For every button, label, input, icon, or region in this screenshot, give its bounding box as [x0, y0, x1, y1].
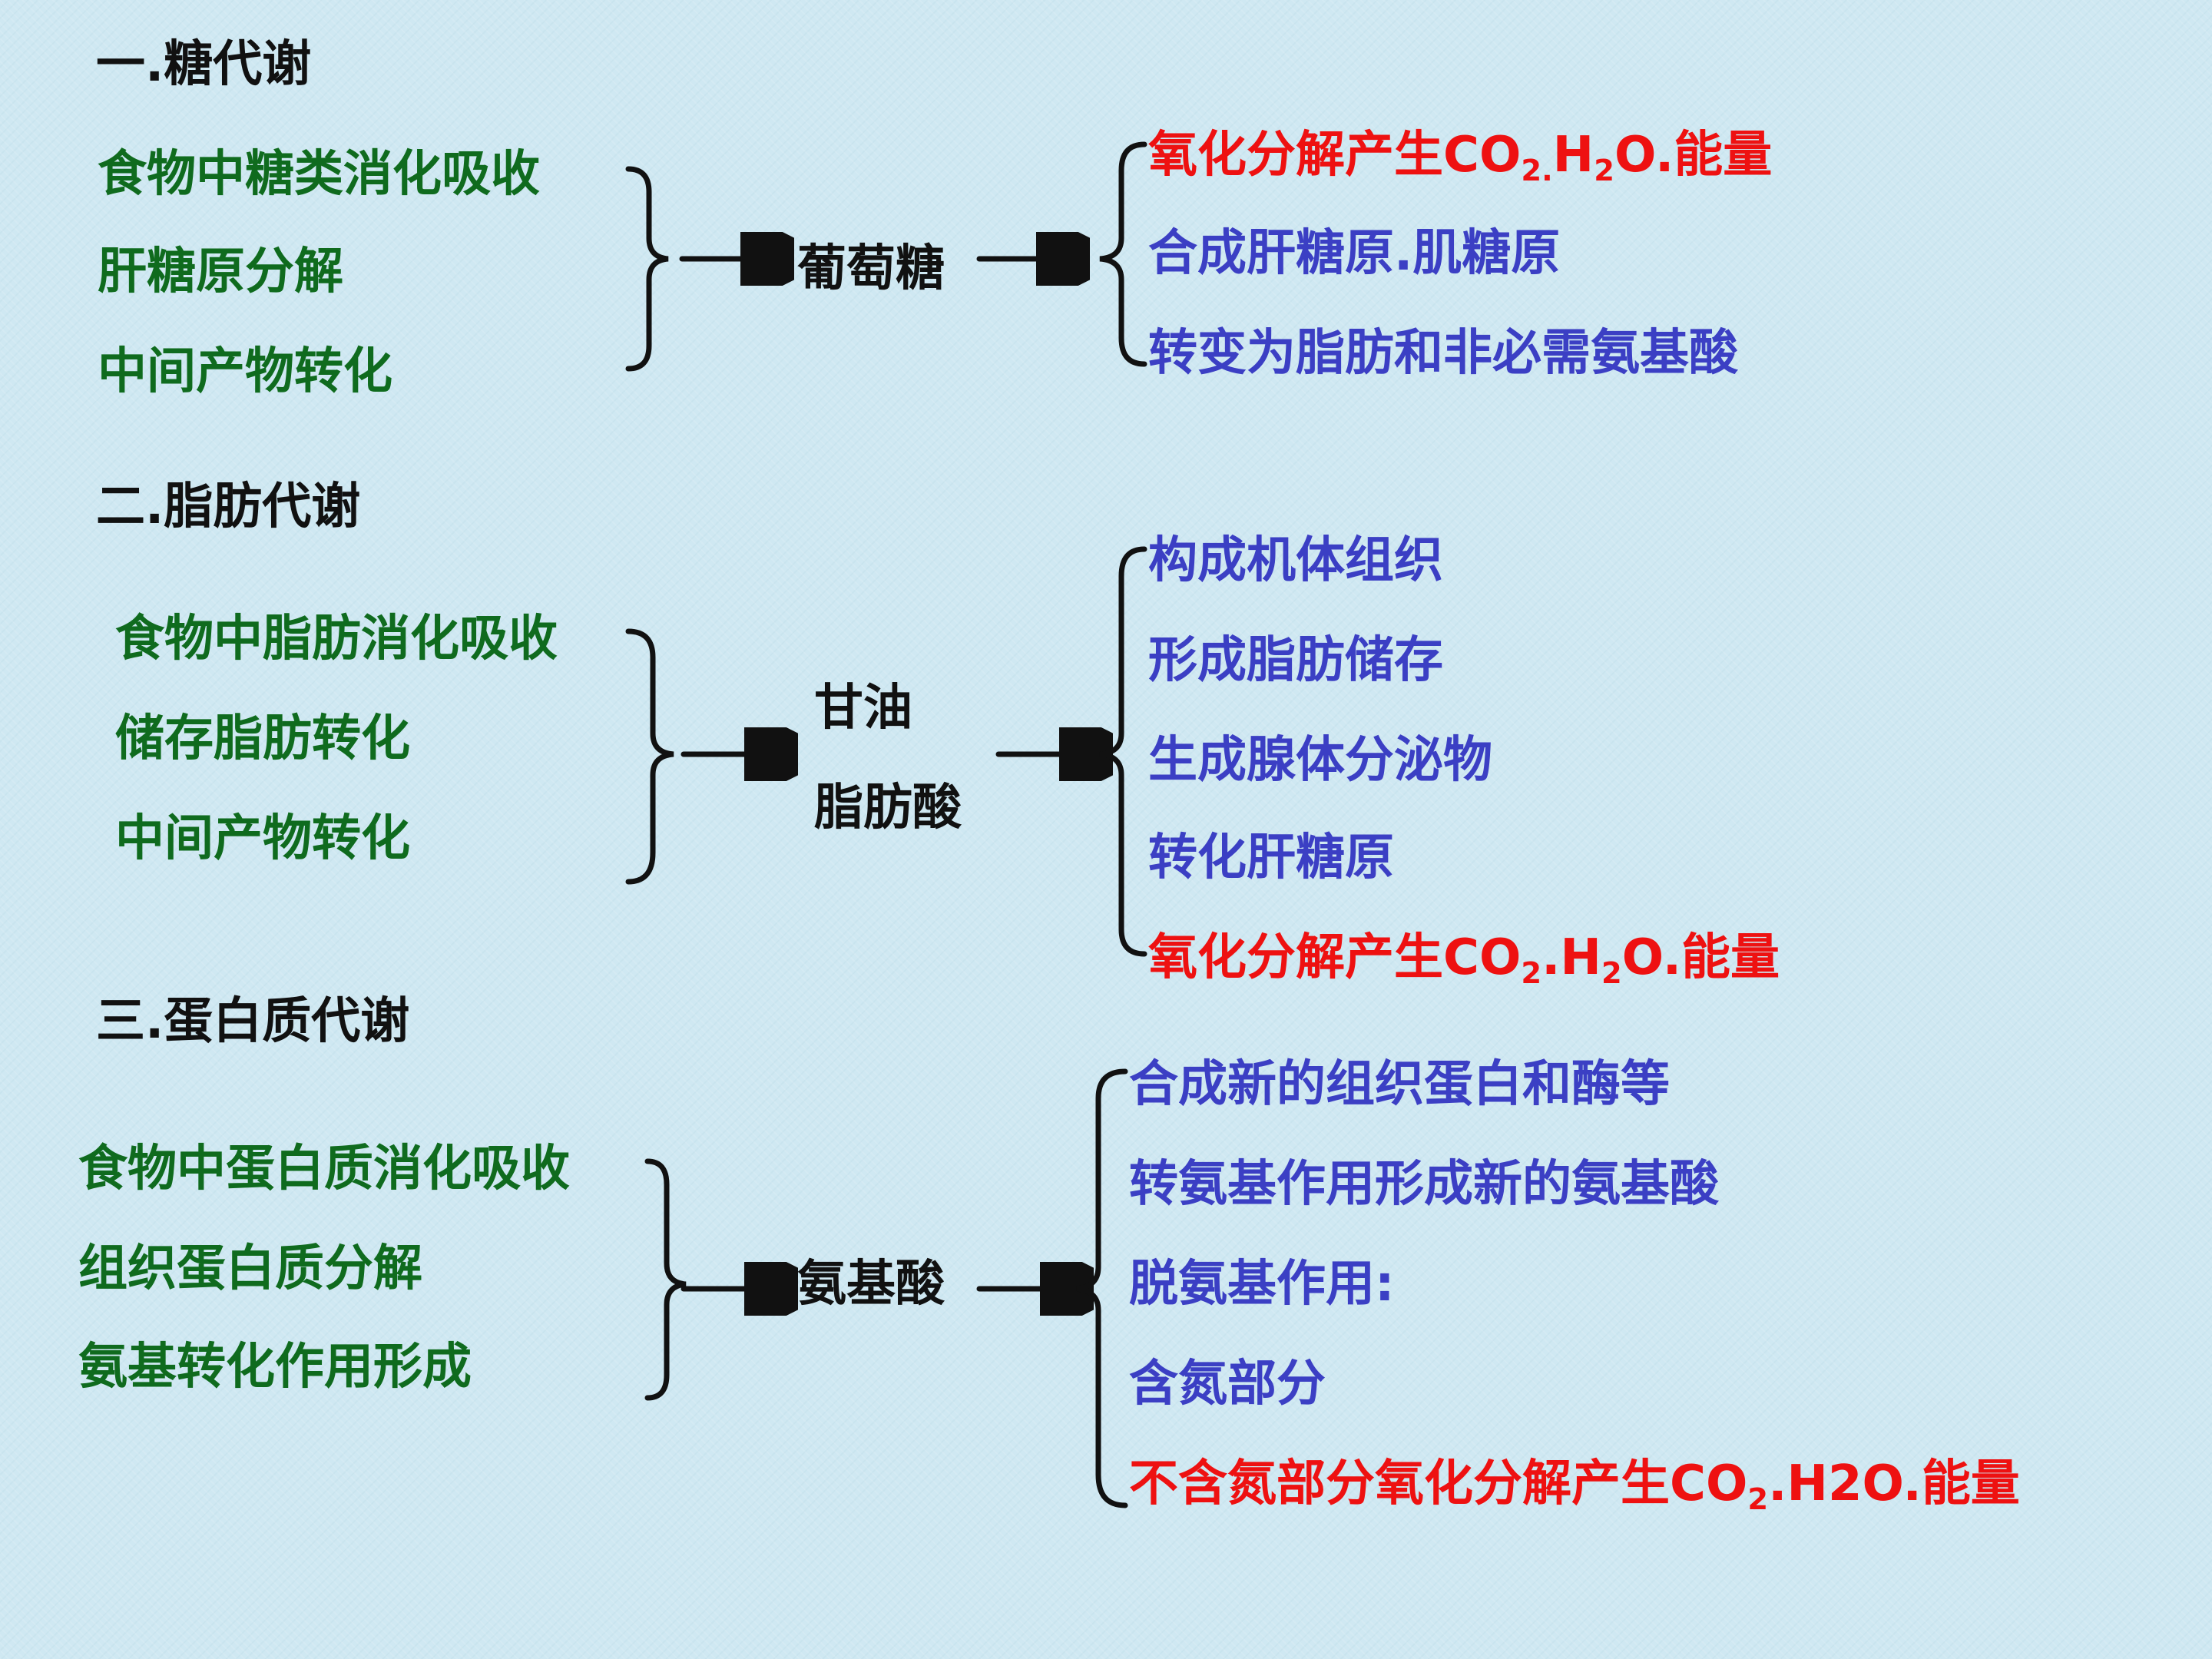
fat-right-brace	[1099, 546, 1147, 957]
sugar-output-oxidation: 氧化分解产生CO2.H2O.能量	[1148, 127, 1773, 188]
protein-source-1: 食物中蛋白质消化吸收	[78, 1141, 570, 1197]
heading-sugar-metabolism: 一.糖代谢	[96, 36, 312, 93]
sugar-right-brace	[1099, 141, 1147, 367]
fat-left-brace	[625, 628, 674, 885]
protein-output-4: 含氮部分	[1129, 1356, 1326, 1412]
sugar-left-brace	[625, 166, 669, 372]
fat-output-3: 生成腺体分泌物	[1148, 732, 1492, 789]
sugar-source-1: 食物中糖类消化吸收	[98, 146, 540, 203]
protein-right-brace	[1076, 1068, 1128, 1508]
hub-glucose: 葡萄糖	[797, 240, 945, 297]
heading-protein-metabolism: 三.蛋白质代谢	[96, 993, 410, 1050]
heading-fat-metabolism: 二.脂肪代谢	[96, 478, 361, 535]
protein-output-3: 脱氨基作用:	[1129, 1256, 1395, 1313]
protein-output-oxidation: 不含氮部分氧化分解产生CO2.H2O.能量	[1129, 1455, 2020, 1517]
fat-output-4: 转化肝糖原	[1148, 830, 1394, 886]
hub-glycerol: 甘油	[814, 680, 912, 737]
fat-source-2: 储存脂肪转化	[115, 710, 410, 767]
fat-source-3: 中间产物转化	[115, 810, 410, 867]
protein-output-2: 转氨基作用形成新的氨基酸	[1129, 1156, 1719, 1213]
hub-fatty-acid: 脂肪酸	[814, 780, 962, 836]
sugar-output-glycogen: 合成肝糖原.肌糖原	[1148, 225, 1561, 282]
protein-output-1: 合成新的组织蛋白和酶等	[1129, 1056, 1670, 1113]
sugar-source-2: 肝糖原分解	[98, 243, 343, 300]
fat-source-1: 食物中脂肪消化吸收	[115, 611, 558, 667]
protein-source-2: 组织蛋白质分解	[78, 1240, 422, 1297]
fat-output-2: 形成脂肪储存	[1148, 632, 1443, 689]
fat-output-1: 构成机体组织	[1148, 532, 1443, 589]
fat-output-oxidation: 氧化分解产生CO2.H2O.能量	[1148, 929, 1780, 991]
sugar-source-3: 中间产物转化	[98, 343, 392, 400]
sugar-output-convert: 转变为脂肪和非必需氨基酸	[1148, 325, 1738, 382]
protein-source-3: 氨基转化作用形成	[78, 1339, 472, 1396]
hub-amino-acid: 氨基酸	[797, 1256, 945, 1313]
protein-left-brace	[644, 1158, 687, 1401]
